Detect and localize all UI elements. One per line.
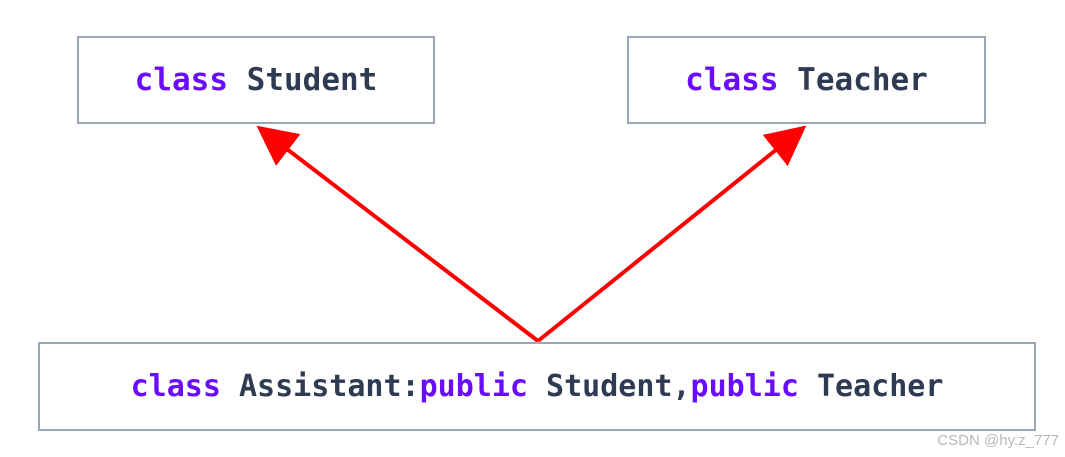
assistant-public-keyword-1: public [419, 369, 528, 404]
assistant-public-keyword-2: public [690, 369, 799, 404]
assistant-base-student: Student, [546, 369, 691, 404]
teacher-class-name: Teacher [797, 62, 928, 98]
assistant-base-teacher: Teacher [816, 369, 944, 404]
teacher-class-keyword: class [685, 62, 779, 98]
assistant-class-keyword: class [130, 369, 221, 404]
arrow-to-teacher [536, 125, 807, 343]
assistant-class-name: Assistant: [238, 369, 420, 404]
student-class-box: class Student [77, 36, 435, 124]
student-class-keyword: class [134, 62, 228, 98]
teacher-class-box: class Teacher [627, 36, 986, 124]
assistant-class-box: class Assistant:public Student,public Te… [38, 342, 1036, 431]
student-class-name: Student [246, 62, 378, 98]
watermark: CSDN @hy.z_777 [937, 432, 1059, 449]
arrow-to-student [256, 125, 540, 343]
